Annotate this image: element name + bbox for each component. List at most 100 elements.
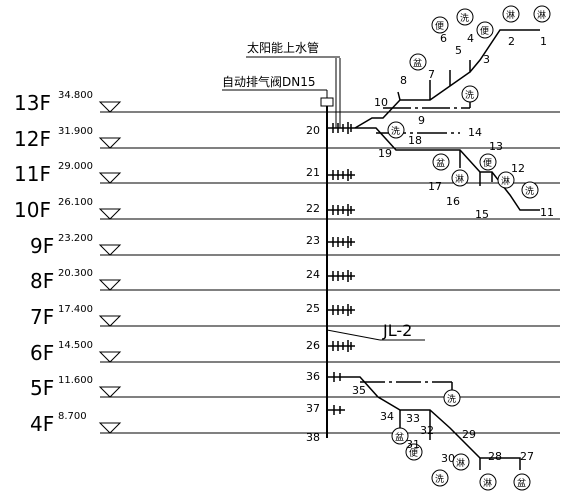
node-number: 32 [420,424,434,437]
floor-label: 4F [30,412,54,436]
floor-label: 10F [14,198,51,222]
solar-supply-pipe [335,58,341,128]
elevation-value: 17.400 [58,304,93,315]
fixture-circle: 洗 [456,8,474,26]
elevation-value: 31.900 [58,126,93,137]
elevation-marker-5f [98,386,122,398]
air-valve-symbol [320,90,334,107]
floor-label: 5F [30,376,54,400]
floor-label: 12F [14,127,51,151]
node-number: 11 [540,206,554,219]
svg-text:便: 便 [483,157,492,169]
elevation-marker-7f [98,315,122,327]
node-number: 26 [306,339,320,352]
node-number: 22 [306,202,320,215]
node-number: 36 [306,370,320,383]
node-number: 38 [306,431,320,444]
fixture-circle: 淋 [533,5,551,23]
svg-text:淋: 淋 [501,175,510,187]
node-number: 33 [406,412,420,425]
elevation-value: 14.500 [58,340,93,351]
fixture-circle: 便 [431,16,449,34]
floor-label: 9F [30,234,54,258]
fixture-circle: 便 [476,21,494,39]
elevation-value: 11.600 [58,375,93,386]
elevation-marker-13f [98,101,122,113]
node-number: 14 [468,126,482,139]
svg-text:洗: 洗 [460,12,469,24]
node-number: 6 [440,32,447,45]
node-number: 27 [520,450,534,463]
riser-label: JL-2 [382,321,412,340]
svg-text:盆: 盆 [395,431,404,443]
node-number: 28 [488,450,502,463]
svg-text:便: 便 [480,25,489,37]
node-number: 10 [374,96,388,109]
elevation-marker-10f [98,208,122,220]
elevation-value: 29.000 [58,161,93,172]
fixture-circle: 盆 [513,473,531,491]
fixture-circle: 淋 [502,5,520,23]
riser-label-leader [326,329,381,341]
elevation-marker-9f [98,244,122,256]
node-number: 5 [455,44,462,57]
floor-label: 6F [30,341,54,365]
node-number: 3 [483,53,490,66]
svg-text:淋: 淋 [483,477,492,489]
svg-text:便: 便 [409,447,418,459]
fixture-circle: 洗 [387,121,405,139]
svg-text:淋: 淋 [455,173,464,185]
node-number: 7 [428,68,435,81]
air-valve-annotation: 自动排气阀DN15 [222,74,316,89]
node-number: 2 [508,35,515,48]
solar-pipe-annotation: 太阳能上水管 [247,40,319,55]
node-number: 31 [406,438,420,451]
svg-text:洗: 洗 [447,393,456,405]
elevation-marker-6f [98,351,122,363]
svg-text:洗: 洗 [465,89,474,101]
elevation-marker-12f [98,137,122,149]
svg-text:便: 便 [435,20,444,32]
fixture-circle: 淋 [452,453,470,471]
lower-branch-pipe [345,376,521,470]
node-number: 12 [511,162,525,175]
svg-text:洗: 洗 [525,185,534,197]
fixture-circle: 淋 [497,171,515,189]
node-number: 25 [306,302,320,315]
elevation-value: 20.300 [58,268,93,279]
node-number: 4 [467,32,474,45]
svg-text:淋: 淋 [456,457,465,469]
node-number: 8 [400,74,407,87]
elevation-value: 23.200 [58,233,93,244]
elevation-marker-11f [98,172,122,184]
node-number: 16 [446,195,460,208]
node-number: 21 [306,166,320,179]
node-number: 24 [306,268,320,281]
node-number: 15 [475,208,489,221]
svg-text:洗: 洗 [391,125,400,137]
svg-text:淋: 淋 [537,9,546,21]
fixture-circle: 洗 [461,85,479,103]
node-number: 23 [306,234,320,247]
node-number: 30 [441,452,455,465]
svg-text:洗: 洗 [435,473,444,485]
node-number: 13 [489,140,503,153]
floor-label: 7F [30,305,54,329]
svg-text:盆: 盆 [413,57,422,69]
fixture-circle: 便 [479,153,497,171]
elevation-marker-8f [98,279,122,291]
floor-branch-stubs [327,122,355,415]
upper-branch-pipe [354,29,540,129]
fixture-circle: 盆 [432,153,450,171]
fixture-circle: 淋 [451,169,469,187]
svg-text:淋: 淋 [506,9,515,21]
node-number: 17 [428,180,442,193]
fixture-circle: 洗 [443,389,461,407]
node-number: 18 [408,134,422,147]
fixture-circle: 便 [405,443,423,461]
elevation-value: 26.100 [58,197,93,208]
node-number: 1 [540,35,547,48]
fixture-circle: 淋 [479,473,497,491]
node-number: 19 [378,147,392,160]
